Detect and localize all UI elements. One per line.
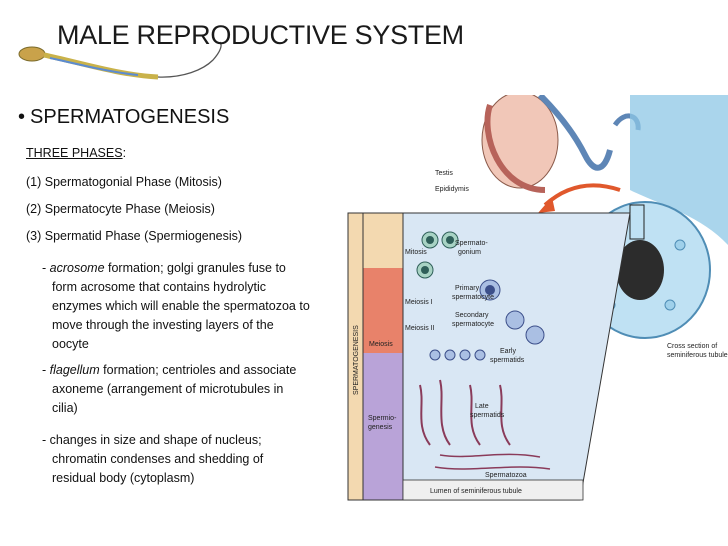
term-flagellum: flagellum <box>49 363 100 377</box>
label-meiosis-1: Meiosis I <box>405 299 433 306</box>
label-late-1: Late <box>475 403 489 410</box>
label-meiosis-band: Meiosis <box>369 341 393 348</box>
label-secondary-1: Secondary <box>455 312 489 319</box>
sub-first: formation; centrioles and associate <box>99 363 297 377</box>
phase-1: (1) Spermatogonial Phase (Mitosis) <box>26 175 222 189</box>
label-spermio-2: genesis <box>368 424 393 431</box>
sub-prefix: - <box>42 363 50 377</box>
label-secondary-2: spermatocyte <box>452 321 494 328</box>
sub-line: move through the investing layers of the <box>52 318 274 332</box>
label-primary-1: Primary <box>455 285 480 292</box>
label-spermatogonium-2: gonium <box>458 249 481 256</box>
label-late-2: spermatids <box>470 412 505 419</box>
sub-line: chromatin condenses and shedding of <box>52 452 264 466</box>
testis-illustration <box>481 95 641 193</box>
label-testis: Testis <box>435 170 453 177</box>
arrow-head <box>538 197 555 213</box>
sub-point-acrosome: - acrosome formation; golgi granules fus… <box>42 259 337 354</box>
phases-label-text: THREE PHASES <box>26 146 123 160</box>
sub-line: form acrosome that contains hydrolytic <box>52 280 266 294</box>
spermatogenesis-diagram: Testis Epididymis Cross section of semin… <box>347 95 728 501</box>
sub-line: oocyte <box>52 337 89 351</box>
bullet-icon: • <box>18 106 26 128</box>
phases-label-colon: : <box>122 146 127 160</box>
slide-title: MALE REPRODUCTIVE SYSTEM <box>57 20 464 50</box>
label-epididymis: Epididymis <box>435 186 469 193</box>
sub-line: axoneme (arrangement of microtubules in <box>52 382 284 396</box>
sub-line: residual body (cytoplasm) <box>52 471 195 485</box>
sub-first: - changes in size and shape of nucleus; <box>42 433 262 447</box>
tubule-wedge <box>347 212 631 501</box>
phase-3: (3) Spermatid Phase (Spermiogenesis) <box>26 229 243 243</box>
label-vertical: SPERMATOGENESIS <box>353 325 360 395</box>
phase-2: (2) Spermatocyte Phase (Meiosis) <box>26 202 215 216</box>
label-spermio-1: Spermio- <box>368 415 397 422</box>
label-early-2: spermatids <box>490 357 525 364</box>
label-early-1: Early <box>500 348 516 355</box>
sub-first: formation; golgi granules fuse to <box>104 261 286 275</box>
section-heading: •SPERMATOGENESIS <box>18 106 229 129</box>
sub-point-flagellum: - flagellum formation; centrioles and as… <box>42 361 337 418</box>
label-mitosis: Mitosis <box>405 249 427 256</box>
phases-label: THREE PHASES: <box>26 146 126 160</box>
label-spermatogonium-1: Spermato- <box>455 240 488 247</box>
label-lumen: Lumen of seminiferous tubule <box>430 488 522 495</box>
label-primary-2: spermatocyte <box>452 294 494 301</box>
sub-prefix: - <box>42 261 50 275</box>
heading-text: SPERMATOGENESIS <box>30 106 230 128</box>
label-cross-1: Cross section of <box>667 343 717 350</box>
label-cross-2: seminiferous tubule <box>667 352 728 359</box>
sperm-icon <box>18 41 222 80</box>
sub-line: cilia) <box>52 401 78 415</box>
sub-line: enzymes which will enable the spermatozo… <box>52 299 310 313</box>
label-spermatozoa: Spermatozoa <box>485 472 527 479</box>
label-meiosis-2: Meiosis II <box>405 325 435 332</box>
term-acrosome: acrosome <box>49 261 105 275</box>
cells <box>416 231 551 470</box>
orange-arrow <box>543 183 621 207</box>
sub-point-nucleus: - changes in size and shape of nucleus; … <box>42 431 337 488</box>
